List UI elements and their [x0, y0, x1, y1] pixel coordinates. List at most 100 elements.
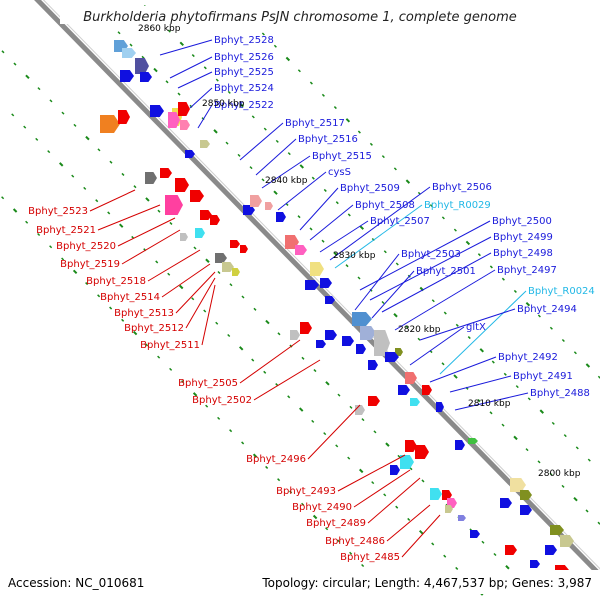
gene-feature [560, 535, 574, 547]
tick-mark [321, 239, 325, 243]
gene-feature [455, 440, 465, 450]
tick-mark [215, 321, 219, 325]
tick-mark [299, 407, 304, 412]
forward-gene-label[interactable]: Bphyt_2488 [530, 388, 590, 399]
reverse-gene-label[interactable]: Bphyt_2485 [340, 552, 400, 563]
tick-mark [217, 416, 221, 420]
gene-feature [374, 330, 390, 356]
tick-mark [455, 566, 459, 570]
gene-feature [356, 344, 366, 354]
reverse-gene-label[interactable]: Bphyt_2505 [178, 378, 238, 389]
forward-gene-label[interactable]: Bphyt_2509 [340, 183, 400, 194]
leader-line [309, 204, 354, 241]
forward-gene-label[interactable]: Bphyt_2507 [370, 216, 430, 227]
forward-gene-label[interactable]: Bphyt_2515 [312, 151, 372, 162]
forward-gene-label[interactable]: Bphyt_2516 [298, 134, 358, 145]
reverse-gene-label[interactable]: Bphyt_2490 [292, 502, 352, 513]
gene-feature [368, 396, 380, 406]
tick-mark [393, 167, 397, 171]
leader-line [401, 514, 441, 558]
tick-mark [12, 208, 18, 213]
tick-mark [381, 300, 385, 305]
gene-feature [222, 262, 234, 272]
forward-gene-label[interactable]: Bphyt_R0029 [424, 200, 491, 211]
tick-mark [349, 405, 353, 409]
forward-gene-label[interactable]: Bphyt_2499 [493, 232, 553, 243]
tick-mark [217, 270, 221, 275]
forward-gene-label[interactable]: Bphyt_2522 [214, 100, 274, 111]
leader-line [307, 404, 361, 460]
tick-mark [107, 211, 111, 215]
forward-gene-label[interactable]: cysS [328, 167, 351, 178]
tick-mark [83, 186, 87, 190]
tick-mark [501, 423, 505, 427]
forward-gene-label[interactable]: Bphyt_R0024 [528, 286, 595, 297]
tick-mark [489, 411, 493, 415]
reverse-gene-label[interactable]: Bphyt_2521 [36, 225, 96, 236]
tick-mark [513, 289, 517, 293]
gene-feature [180, 120, 190, 130]
tick-mark [323, 432, 327, 436]
tick-mark [373, 430, 377, 434]
tick-mark [359, 468, 364, 474]
leader-line [409, 326, 465, 366]
gene-feature [320, 278, 332, 288]
forward-gene-label[interactable]: Bphyt_2528 [214, 35, 274, 46]
kbp-mark: 2840 kbp [265, 176, 308, 186]
reverse-gene-label[interactable]: Bphyt_2519 [60, 259, 120, 270]
reverse-gene-label[interactable]: Bphyt_2489 [306, 518, 366, 529]
tick-mark [419, 529, 424, 535]
reverse-gene-label[interactable]: Bphyt_2518 [86, 276, 146, 287]
forward-gene-label[interactable]: Bphyt_2501 [416, 266, 476, 277]
forward-gene-label[interactable]: Bphyt_2500 [492, 216, 552, 227]
forward-gene-label[interactable]: Bphyt_2526 [214, 52, 274, 63]
gene-feature [122, 48, 136, 58]
leader-line [147, 249, 201, 282]
tick-mark [85, 135, 90, 141]
forward-gene-label[interactable]: Bphyt_2517 [285, 118, 345, 129]
label-leaders [89, 39, 529, 558]
forward-gene-label[interactable]: Bphyt_2491 [513, 371, 573, 382]
reverse-gene-label[interactable]: Bphyt_2496 [246, 454, 306, 465]
gene-feature [316, 340, 326, 348]
tick-mark [421, 479, 425, 483]
forward-gene-label[interactable]: gltX [466, 322, 486, 333]
forward-gene-label[interactable]: Bphyt_2506 [432, 182, 492, 193]
tick-mark [59, 162, 64, 167]
tick-mark [157, 209, 161, 213]
tick-mark [371, 481, 375, 485]
gene-feature [195, 228, 205, 238]
forward-gene-label[interactable]: Bphyt_2498 [493, 248, 553, 259]
tick-mark [313, 369, 317, 373]
reverse-gene-label[interactable]: Bphyt_2512 [124, 323, 184, 334]
reverse-gene-label[interactable]: Bphyt_2513 [114, 308, 174, 319]
tick-mark [239, 102, 244, 108]
forward-gene-label[interactable]: Bphyt_2494 [517, 304, 577, 315]
gene-feature [145, 172, 157, 184]
reverse-gene-label[interactable]: Bphyt_2493 [276, 486, 336, 497]
gene-feature [185, 150, 195, 158]
tick-mark [225, 141, 229, 145]
leader-line [261, 155, 311, 189]
forward-gene-label[interactable]: Bphyt_2524 [214, 83, 274, 94]
forward-gene-label[interactable]: Bphyt_2492 [498, 352, 558, 363]
tick-mark [301, 502, 305, 506]
forward-gene-label[interactable]: Bphyt_2497 [497, 265, 557, 276]
reverse-gene-label[interactable]: Bphyt_2486 [325, 536, 385, 547]
forward-gene-label[interactable]: Bphyt_2503 [401, 249, 461, 260]
tick-mark [275, 139, 279, 143]
gene-feature [342, 336, 354, 346]
tick-mark [141, 55, 145, 59]
reverse-gene-label[interactable]: Bphyt_2511 [140, 340, 200, 351]
tick-mark [465, 240, 471, 246]
forward-gene-label[interactable]: Bphyt_2525 [214, 67, 274, 78]
tick-mark [47, 150, 51, 154]
forward-gene-label[interactable]: Bphyt_2508 [355, 200, 415, 211]
reverse-gene-label[interactable]: Bphyt_2523 [28, 206, 88, 217]
tick-mark [153, 67, 158, 73]
kbp-mark: 2850 kbp [202, 99, 245, 109]
gene-feature [325, 296, 335, 304]
reverse-gene-label[interactable]: Bphyt_2514 [100, 292, 160, 303]
reverse-gene-label[interactable]: Bphyt_2502 [192, 395, 252, 406]
reverse-gene-label[interactable]: Bphyt_2520 [56, 241, 116, 252]
